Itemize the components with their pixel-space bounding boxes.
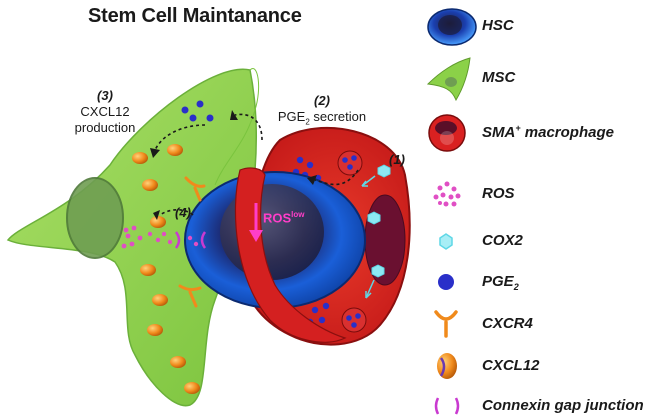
cxcr4-icon <box>434 310 458 338</box>
msc-cell-arm <box>214 68 260 186</box>
step-2-number: (2) <box>314 93 330 108</box>
macrophage-front-arc <box>234 167 347 343</box>
cxcl12-droplets <box>132 144 200 394</box>
step-3-number: (3) <box>97 88 113 103</box>
pge2-dots-msc <box>181 100 214 122</box>
legend-label-cxcr4: CXCR4 <box>482 315 533 332</box>
hsc-cell-icon <box>427 8 477 46</box>
legend-label-cox2: COX2 <box>482 232 523 249</box>
ros-dots <box>121 225 199 249</box>
msc-cell-icon <box>426 57 471 102</box>
arrow-step-1 <box>314 169 359 186</box>
cox2-icon <box>439 233 453 250</box>
cox2-markers <box>367 164 391 278</box>
cox2-arrows <box>361 175 376 299</box>
legend-label-cxcl12: CXCL12 <box>482 357 540 374</box>
step-2-label: (2) PGE2 secretion <box>262 93 382 131</box>
arrow-step-4 <box>159 208 194 216</box>
sma-macrophage-icon <box>428 114 466 152</box>
ros-low-label: ROSlow <box>263 210 305 226</box>
connexin-gap-junction <box>174 231 207 249</box>
legend-label-connexin: Connexin gap junction <box>482 397 644 414</box>
step-4-number: (4) <box>175 205 191 220</box>
legend-label-msc: MSC <box>482 69 516 86</box>
legend-label-sma-macrophage: SMA+ macrophage <box>482 123 614 141</box>
cxcl12-icon <box>437 353 457 379</box>
process-arrows <box>154 113 359 216</box>
ros-low-arrow <box>249 203 263 242</box>
connexin-icon <box>434 397 460 415</box>
legend-label-hsc: HSC <box>482 17 514 34</box>
ros-icon <box>433 181 461 207</box>
diagram-title: Stem Cell Maintanance <box>88 5 302 27</box>
legend-label-pge2: PGE2 <box>482 273 519 292</box>
step-1-number: (1) <box>389 152 405 167</box>
step-3-label: (3) CXCL12 production <box>60 88 150 136</box>
step-3-line1: CXCL12 <box>80 104 130 119</box>
step-2-text: PGE2 secretion <box>277 109 367 127</box>
macrophage-nucleus <box>364 194 406 286</box>
cxcr4-receptors <box>178 176 206 308</box>
step-1-label: (1) <box>382 152 412 168</box>
pge2-vesicles <box>337 150 367 333</box>
pge2-icon <box>438 274 454 290</box>
legend-label-ros: ROS <box>482 185 515 202</box>
step-4-label: (4) <box>168 205 198 221</box>
step-3-line2: production <box>74 120 136 135</box>
msc-nucleus <box>66 177 124 259</box>
arrow-heads <box>150 110 317 220</box>
legend-icons <box>426 8 477 415</box>
